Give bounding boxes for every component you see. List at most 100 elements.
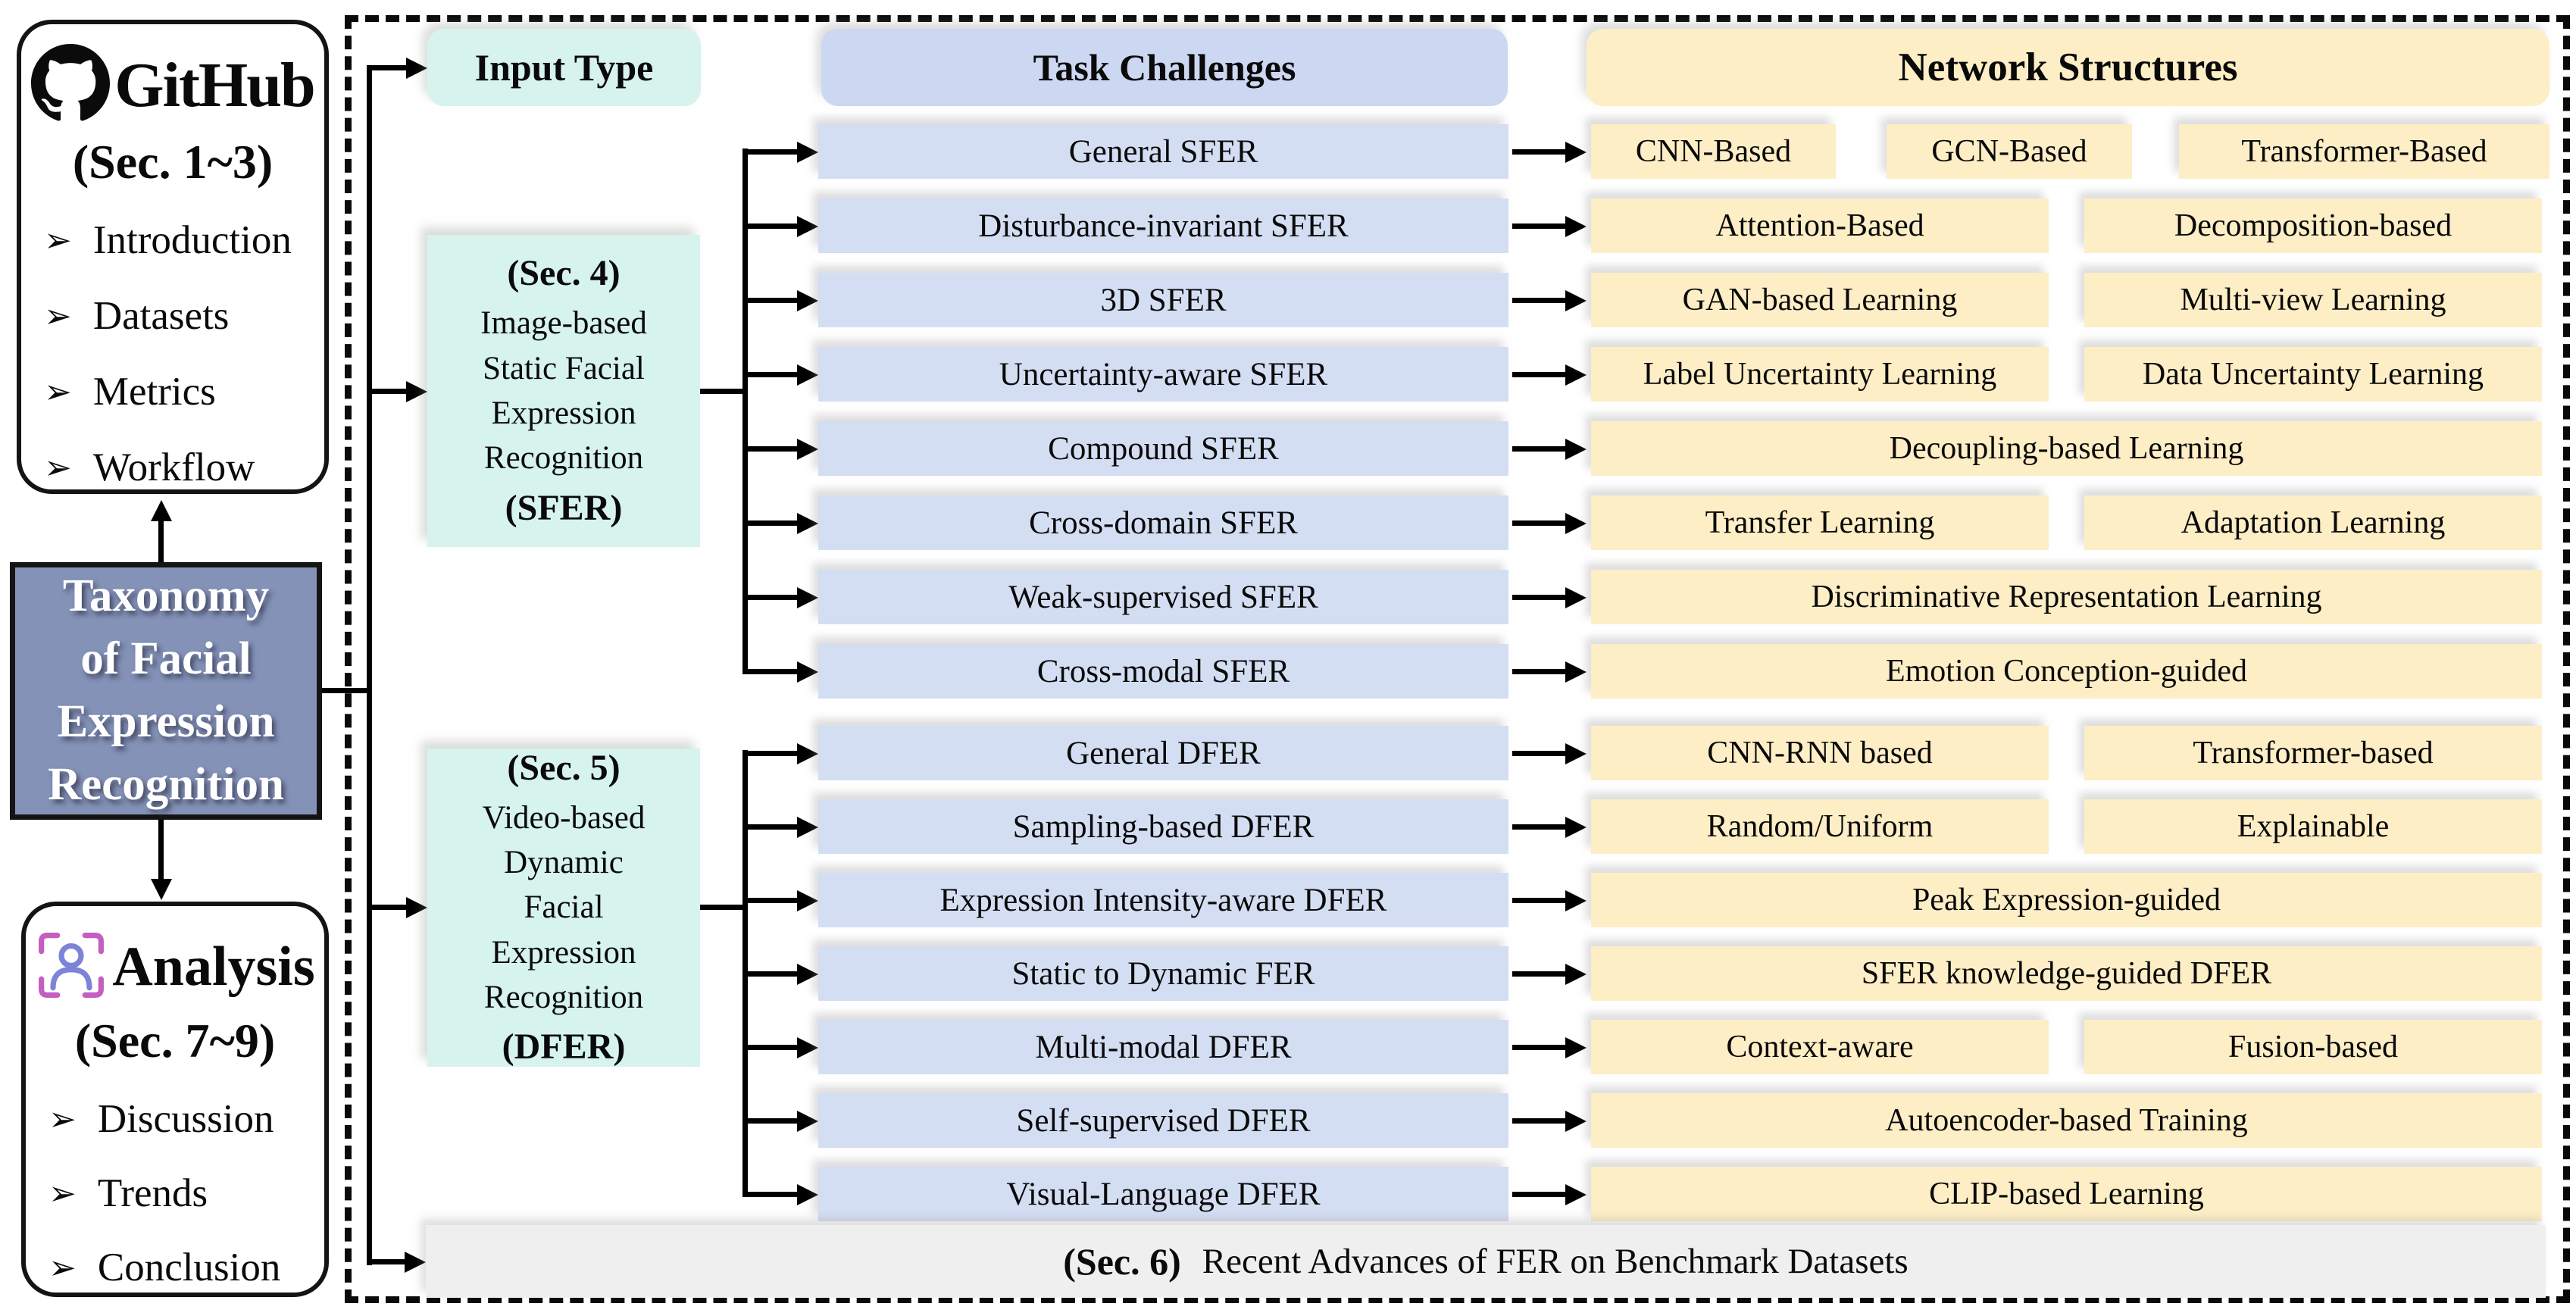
task-challenge-box: Multi-modal DFER xyxy=(818,1020,1508,1074)
benchmark-datasets-bar: (Sec. 6) Recent Advances of FER on Bench… xyxy=(426,1225,2546,1298)
task-challenge-box: Expression Intensity-aware DFER xyxy=(818,873,1508,927)
sfer-description-line-label: Static Facial xyxy=(483,350,645,386)
github-topic-item-label: Workflow xyxy=(92,445,255,489)
network-structure-box: Fusion-based xyxy=(2084,1020,2542,1074)
task-to-network-arrow xyxy=(1512,446,1565,452)
sfer-description-line-label: Image-based xyxy=(480,305,647,342)
dfer-description-line-label: Dynamic xyxy=(504,845,624,881)
bullet-arrow-icon: ➢ xyxy=(44,222,72,259)
network-structure-box: Multi-view Learning xyxy=(2084,273,2542,327)
face-scan-icon xyxy=(35,929,108,1005)
analysis-topic-item: ➢Discussion xyxy=(48,1096,324,1142)
task-to-network-arrow xyxy=(1512,595,1565,600)
task-challenge-box: 3D SFER xyxy=(818,273,1508,327)
sfer-description-line: Image-based xyxy=(480,301,647,345)
analysis-topic-list: ➢Discussion➢Trends➢Conclusion xyxy=(48,1096,324,1290)
taxonomy-root-node: Taxonomy of Facial Expression Recognitio… xyxy=(10,562,322,820)
taxonomy-diagram-frame xyxy=(345,15,2570,1303)
network-structure-box: Label Uncertainty Learning xyxy=(1591,347,2049,402)
sfer-fan-branch-arrow xyxy=(742,224,797,229)
analysis-topic-item: ➢Trends xyxy=(48,1171,324,1216)
bullet-arrow-icon: ➢ xyxy=(48,1101,77,1138)
taxonomy-title-line: Expression xyxy=(57,696,275,747)
dfer-description-line: Expression xyxy=(483,930,646,975)
network-structure-box: CNN-Based xyxy=(1591,124,1836,179)
sfer-fan-branch-arrow xyxy=(742,446,797,452)
analysis-topic-item: ➢Conclusion xyxy=(48,1245,324,1290)
analysis-panel: Analysis (Sec. 7~9) ➢Discussion➢Trends➢C… xyxy=(21,902,329,1297)
network-structure-box: Explainable xyxy=(2084,799,2542,854)
task-to-network-arrow xyxy=(1512,669,1565,674)
sfer-fan-branch-arrow xyxy=(742,520,797,526)
sfer-fan-branch-arrow xyxy=(742,149,797,155)
network-structure-box: Transfer Learning xyxy=(1591,495,2049,550)
dfer-fan-branch-arrow xyxy=(742,824,797,830)
network-structure-box: CNN-RNN based xyxy=(1591,726,2049,780)
dfer-fan-branch-arrow xyxy=(742,898,797,903)
network-structure-box: CLIP-based Learning xyxy=(1591,1167,2542,1221)
task-to-network-arrow xyxy=(1512,898,1565,903)
github-topic-item-label: Introduction xyxy=(92,218,292,262)
network-structure-box: Discriminative Representation Learning xyxy=(1591,570,2542,624)
dfer-box-to-fan-connector xyxy=(700,905,747,910)
task-challenge-box: Self-supervised DFER xyxy=(818,1093,1508,1148)
github-section-label: (Sec. 1~3) xyxy=(72,135,274,189)
github-topic-list: ➢Introduction➢Datasets➢Metrics➢Workflow xyxy=(44,217,324,490)
analysis-panel-header: Analysis xyxy=(26,929,324,1005)
network-structure-box: Data Uncertainty Learning xyxy=(2084,347,2542,402)
task-challenge-box: Static to Dynamic FER xyxy=(818,946,1508,1001)
main-trunk-line xyxy=(367,65,372,1265)
task-challenge-box: Uncertainty-aware SFER xyxy=(818,347,1508,402)
network-structure-box: Autoencoder-based Training xyxy=(1591,1093,2542,1148)
task-to-network-arrow xyxy=(1512,298,1565,303)
analysis-topic-item-label: Conclusion xyxy=(97,1246,281,1289)
github-panel-title: GitHub xyxy=(114,50,315,120)
network-structure-box: Transformer-Based xyxy=(2179,124,2549,179)
task-challenge-box: Disturbance-invariant SFER xyxy=(818,198,1508,253)
network-structure-box: Transformer-based xyxy=(2084,726,2542,780)
github-topic-item-label: Datasets xyxy=(92,294,230,338)
task-challenge-box: Compound SFER xyxy=(818,421,1508,476)
dfer-section-label: (Sec. 5) xyxy=(507,747,621,788)
dfer-fan-branch-arrow xyxy=(742,1045,797,1050)
sfer-section-label: (Sec. 4) xyxy=(507,253,621,294)
task-challenge-box: General SFER xyxy=(818,124,1508,179)
network-structures-header: Network Structures xyxy=(1587,29,2549,106)
trunk-to-sfer-arrow xyxy=(367,389,406,394)
bullet-arrow-icon: ➢ xyxy=(44,449,72,486)
dfer-fan-branch-arrow xyxy=(742,1118,797,1124)
sfer-fan-line xyxy=(742,148,748,674)
taxonomy-to-github-arrow xyxy=(158,521,164,562)
sfer-abbr: (SFER) xyxy=(505,487,623,528)
analysis-section-label: (Sec. 7~9) xyxy=(74,1014,276,1067)
dfer-description-line-label: Recognition xyxy=(483,980,644,1015)
task-to-network-arrow xyxy=(1512,824,1565,830)
task-to-network-arrow xyxy=(1512,520,1565,526)
taxonomy-title-line: Recognition xyxy=(48,758,284,810)
taxonomy-to-analysis-arrow xyxy=(158,820,164,879)
task-challenge-box: General DFER xyxy=(818,726,1508,780)
dfer-fan-branch-arrow xyxy=(742,971,797,977)
dfer-description-line-label: Facial xyxy=(524,889,604,926)
task-to-network-arrow xyxy=(1512,1192,1565,1197)
benchmark-section-label: (Sec. 6) xyxy=(1063,1240,1181,1283)
task-to-network-arrow xyxy=(1512,751,1565,756)
analysis-topic-item-label: Trends xyxy=(97,1171,208,1215)
dfer-description-line: Facial xyxy=(483,885,646,930)
network-structure-box: GAN-based Learning xyxy=(1591,273,2049,327)
task-challenge-box: Sampling-based DFER xyxy=(818,799,1508,854)
benchmark-bar-text: Recent Advances of FER on Benchmark Data… xyxy=(1202,1242,1909,1281)
dfer-description-line-label: Video-based xyxy=(482,799,646,836)
network-structure-box: Emotion Conception-guided xyxy=(1591,644,2542,699)
sfer-description-line-label: Expression xyxy=(491,395,636,431)
task-challenge-box: Cross-domain SFER xyxy=(818,495,1508,550)
dfer-description-line: Dynamic xyxy=(483,840,646,885)
input-type-header: Input Type xyxy=(427,29,701,106)
github-topic-item: ➢ Introduction xyxy=(44,217,324,263)
task-to-network-arrow xyxy=(1512,1045,1565,1050)
github-topic-item: ➢ Workflow xyxy=(44,445,324,490)
github-panel: GitHub (Sec. 1~3) ➢ Introduction ➢ Datasets… xyxy=(17,20,329,494)
github-topic-item: ➢Metrics xyxy=(44,369,324,414)
